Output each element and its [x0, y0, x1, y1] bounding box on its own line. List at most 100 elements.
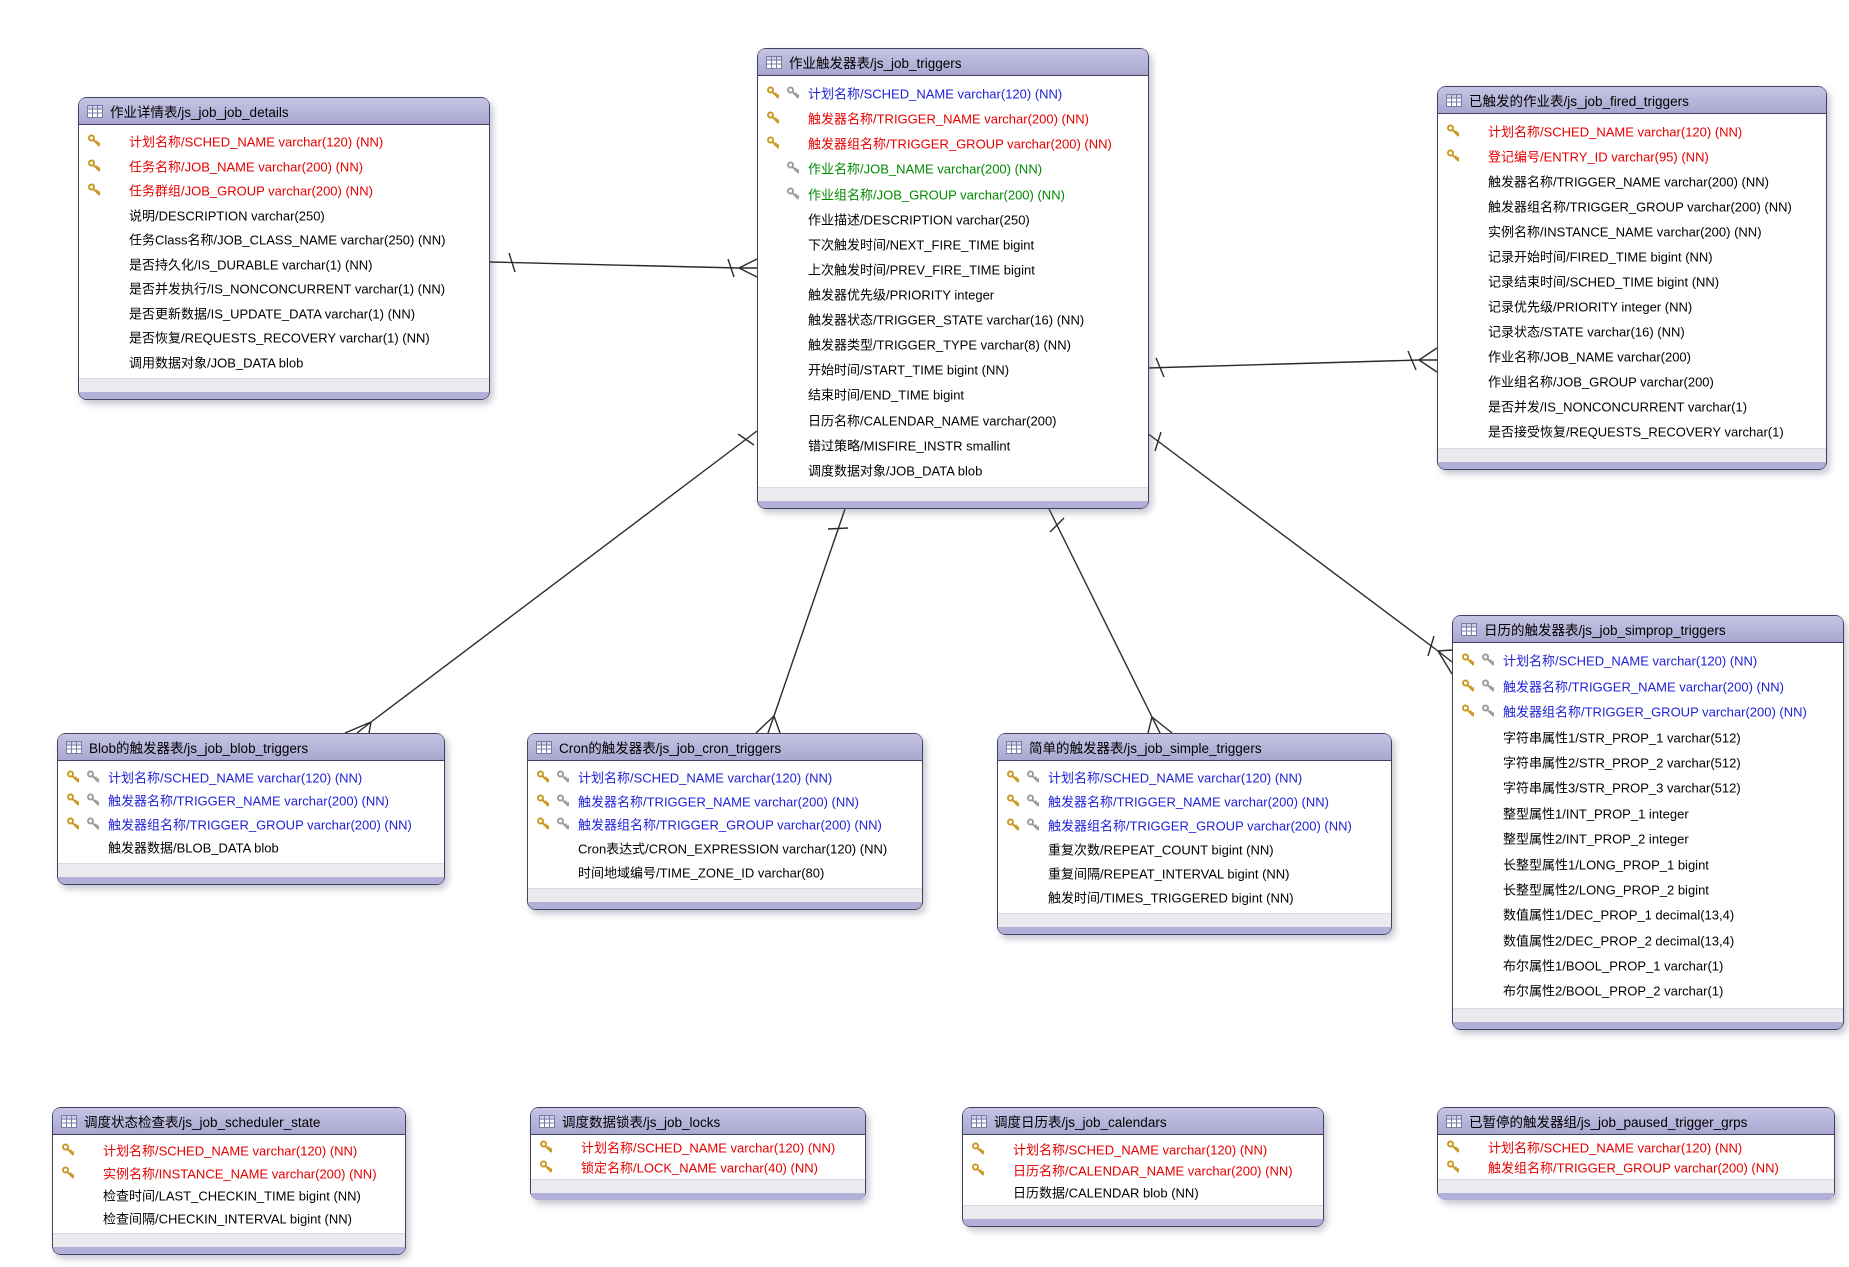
field-row[interactable]: 触发器名称/TRIGGER_NAME varchar(200) (NN): [1453, 676, 1843, 696]
field-row[interactable]: 是否恢复/REQUESTS_RECOVERY varchar(1) (NN): [79, 327, 489, 347]
field-row[interactable]: 字符串属性3/STR_PROP_3 varchar(512): [1453, 777, 1843, 797]
field-row[interactable]: 触发时间/TIMES_TRIGGERED bigint (NN): [998, 887, 1391, 907]
field-row[interactable]: 计划名称/SCHED_NAME varchar(120) (NN): [53, 1140, 405, 1160]
relation-triggers-to-fired-triggers[interactable]: [1146, 347, 1438, 378]
field-row[interactable]: 是否并发执行/IS_NONCONCURRENT varchar(1) (NN): [79, 278, 489, 298]
field-row[interactable]: 长整型属性2/LONG_PROP_2 bigint: [1453, 879, 1843, 899]
field-row[interactable]: 作业描述/DESCRIPTION varchar(250): [758, 209, 1148, 229]
field-row[interactable]: 触发器名称/TRIGGER_NAME varchar(200) (NN): [758, 108, 1148, 128]
field-row[interactable]: 触发器类型/TRIGGER_TYPE varchar(8) (NN): [758, 334, 1148, 354]
field-row[interactable]: 整型属性1/INT_PROP_1 integer: [1453, 803, 1843, 823]
field-row[interactable]: 说明/DESCRIPTION varchar(250): [79, 205, 489, 225]
field-row[interactable]: 布尔属性1/BOOL_PROP_1 varchar(1): [1453, 955, 1843, 975]
entity-table-js_job_fired_triggers[interactable]: 已触发的作业表/js_job_fired_triggers 计划名称/SCHED_…: [1437, 86, 1827, 470]
field-row[interactable]: 数值属性2/DEC_PROP_2 decimal(13,4): [1453, 930, 1843, 950]
field-row[interactable]: 任务群组/JOB_GROUP varchar(200) (NN): [79, 180, 489, 200]
field-row[interactable]: 实例名称/INSTANCE_NAME varchar(200) (NN): [53, 1163, 405, 1183]
table-header[interactable]: Blob的触发器表/js_job_blob_triggers: [58, 734, 444, 761]
field-row[interactable]: 检查间隔/CHECKIN_INTERVAL bigint (NN): [53, 1208, 405, 1228]
field-row[interactable]: 记录开始时间/FIRED_TIME bigint (NN): [1438, 246, 1826, 266]
field-row[interactable]: 开始时间/START_TIME bigint (NN): [758, 359, 1148, 379]
field-row[interactable]: 作业名称/JOB_NAME varchar(200): [1438, 346, 1826, 366]
field-row[interactable]: 字符串属性1/STR_PROP_1 varchar(512): [1453, 727, 1843, 747]
field-row[interactable]: 触发器名称/TRIGGER_NAME varchar(200) (NN): [1438, 171, 1826, 191]
relation-triggers-to-blob-triggers[interactable]: [344, 430, 758, 734]
field-row[interactable]: 调度数据对象/JOB_DATA blob: [758, 460, 1148, 480]
field-row[interactable]: 布尔属性2/BOOL_PROP_2 varchar(1): [1453, 980, 1843, 1000]
field-row[interactable]: 触发器组名称/TRIGGER_GROUP varchar(200) (NN): [1438, 196, 1826, 216]
field-row[interactable]: 是否更新数据/IS_UPDATE_DATA varchar(1) (NN): [79, 303, 489, 323]
field-row[interactable]: 数值属性1/DEC_PROP_1 decimal(13,4): [1453, 904, 1843, 924]
field-row[interactable]: 触发器名称/TRIGGER_NAME varchar(200) (NN): [58, 790, 444, 810]
field-row[interactable]: 是否并发/IS_NONCONCURRENT varchar(1): [1438, 396, 1826, 416]
field-row[interactable]: 重复间隔/REPEAT_INTERVAL bigint (NN): [998, 863, 1391, 883]
table-header[interactable]: 作业详情表/js_job_job_details: [79, 98, 489, 125]
field-row[interactable]: 检查时间/LAST_CHECKIN_TIME bigint (NN): [53, 1185, 405, 1205]
entity-table-js_job_scheduler_state[interactable]: 调度状态检查表/js_job_scheduler_state 计划名称/SCHED…: [52, 1107, 406, 1255]
field-row[interactable]: 触发组名称/TRIGGER_GROUP varchar(200) (NN): [1438, 1157, 1834, 1177]
field-row[interactable]: 日历名称/CALENDAR_NAME varchar(200): [758, 410, 1148, 430]
field-row[interactable]: 下次触发时间/NEXT_FIRE_TIME bigint: [758, 234, 1148, 254]
field-row[interactable]: 记录状态/STATE varchar(16) (NN): [1438, 321, 1826, 341]
field-row[interactable]: 锁定名称/LOCK_NAME varchar(40) (NN): [531, 1157, 865, 1177]
relation-triggers-to-cron-triggers[interactable]: [755, 508, 849, 734]
field-row[interactable]: 字符串属性2/STR_PROP_2 varchar(512): [1453, 752, 1843, 772]
field-row[interactable]: 时间地域编号/TIME_ZONE_ID varchar(80): [528, 862, 922, 882]
entity-table-js_job_triggers[interactable]: 作业触发器表/js_job_triggers 计划名称/SCHED_NAME va…: [757, 48, 1149, 509]
field-row[interactable]: 作业组名称/JOB_GROUP varchar(200) (NN): [758, 184, 1148, 204]
field-row[interactable]: 触发器名称/TRIGGER_NAME varchar(200) (NN): [998, 791, 1391, 811]
field-row[interactable]: 触发器组名称/TRIGGER_GROUP varchar(200) (NN): [1453, 701, 1843, 721]
relation-triggers-to-simprop-triggers[interactable]: [1146, 431, 1453, 675]
field-row[interactable]: 调用数据对象/JOB_DATA blob: [79, 352, 489, 372]
field-row[interactable]: 作业名称/JOB_NAME varchar(200) (NN): [758, 158, 1148, 178]
field-row[interactable]: 触发器组名称/TRIGGER_GROUP varchar(200) (NN): [998, 815, 1391, 835]
field-row[interactable]: 计划名称/SCHED_NAME varchar(120) (NN): [1438, 1137, 1834, 1157]
field-row[interactable]: 触发器组名称/TRIGGER_GROUP varchar(200) (NN): [58, 814, 444, 834]
field-row[interactable]: 登记编号/ENTRY_ID varchar(95) (NN): [1438, 146, 1826, 166]
field-row[interactable]: 任务Class名称/JOB_CLASS_NAME varchar(250) (N…: [79, 229, 489, 249]
field-row[interactable]: 整型属性2/INT_PROP_2 integer: [1453, 828, 1843, 848]
entity-table-js_job_simprop_triggers[interactable]: 日历的触发器表/js_job_simprop_triggers 计划名称/SCHE…: [1452, 615, 1844, 1030]
table-header[interactable]: 已暂停的触发器组/js_job_paused_trigger_grps: [1438, 1108, 1834, 1135]
entity-table-js_job_calendars[interactable]: 调度日历表/js_job_calendars 计划名称/SCHED_NAME va…: [962, 1107, 1324, 1227]
field-row[interactable]: 记录优先级/PRIORITY integer (NN): [1438, 296, 1826, 316]
entity-table-js_job_blob_triggers[interactable]: Blob的触发器表/js_job_blob_triggers 计划名称/SCHED…: [57, 733, 445, 885]
table-header[interactable]: 调度数据锁表/js_job_locks: [531, 1108, 865, 1135]
field-row[interactable]: 是否持久化/IS_DURABLE varchar(1) (NN): [79, 254, 489, 274]
field-row[interactable]: 是否接受恢复/REQUESTS_RECOVERY varchar(1): [1438, 421, 1826, 441]
table-header[interactable]: 调度日历表/js_job_calendars: [963, 1108, 1323, 1135]
field-row[interactable]: 计划名称/SCHED_NAME varchar(120) (NN): [1453, 650, 1843, 670]
table-header[interactable]: 日历的触发器表/js_job_simprop_triggers: [1453, 616, 1843, 643]
field-row[interactable]: 日历名称/CALENDAR_NAME varchar(200) (NN): [963, 1160, 1323, 1180]
field-row[interactable]: 触发器名称/TRIGGER_NAME varchar(200) (NN): [528, 791, 922, 811]
field-row[interactable]: 记录结束时间/SCHED_TIME bigint (NN): [1438, 271, 1826, 291]
field-row[interactable]: 计划名称/SCHED_NAME varchar(120) (NN): [963, 1139, 1323, 1159]
field-row[interactable]: 计划名称/SCHED_NAME varchar(120) (NN): [1438, 121, 1826, 141]
field-row[interactable]: 日历数据/CALENDAR blob (NN): [963, 1182, 1323, 1202]
field-row[interactable]: 计划名称/SCHED_NAME varchar(120) (NN): [758, 83, 1148, 103]
table-header[interactable]: Cron的触发器表/js_job_cron_triggers: [528, 734, 922, 761]
field-row[interactable]: 作业组名称/JOB_GROUP varchar(200): [1438, 371, 1826, 391]
field-row[interactable]: 上次触发时间/PREV_FIRE_TIME bigint: [758, 259, 1148, 279]
field-row[interactable]: 错过策略/MISFIRE_INSTR smallint: [758, 435, 1148, 455]
field-row[interactable]: 计划名称/SCHED_NAME varchar(120) (NN): [58, 767, 444, 787]
table-header[interactable]: 已触发的作业表/js_job_fired_triggers: [1438, 87, 1826, 114]
field-row[interactable]: 实例名称/INSTANCE_NAME varchar(200) (NN): [1438, 221, 1826, 241]
field-row[interactable]: 结束时间/END_TIME bigint: [758, 384, 1148, 404]
table-header[interactable]: 调度状态检查表/js_job_scheduler_state: [53, 1108, 405, 1135]
field-row[interactable]: 计划名称/SCHED_NAME varchar(120) (NN): [998, 767, 1391, 787]
table-header[interactable]: 作业触发器表/js_job_triggers: [758, 49, 1148, 76]
field-row[interactable]: 长整型属性1/LONG_PROP_1 bigint: [1453, 854, 1843, 874]
field-row[interactable]: 触发器数据/BLOB_DATA blob: [58, 837, 444, 857]
field-row[interactable]: Cron表达式/CRON_EXPRESSION varchar(120) (NN…: [528, 838, 922, 858]
relation-job-details-to-triggers[interactable]: [489, 252, 758, 278]
field-row[interactable]: 重复次数/REPEAT_COUNT bigint (NN): [998, 839, 1391, 859]
field-row[interactable]: 触发器状态/TRIGGER_STATE varchar(16) (NN): [758, 309, 1148, 329]
field-row[interactable]: 计划名称/SCHED_NAME varchar(120) (NN): [528, 767, 922, 787]
entity-table-js_job_cron_triggers[interactable]: Cron的触发器表/js_job_cron_triggers 计划名称/SCHED…: [527, 733, 923, 910]
field-row[interactable]: 触发器组名称/TRIGGER_GROUP varchar(200) (NN): [528, 814, 922, 834]
